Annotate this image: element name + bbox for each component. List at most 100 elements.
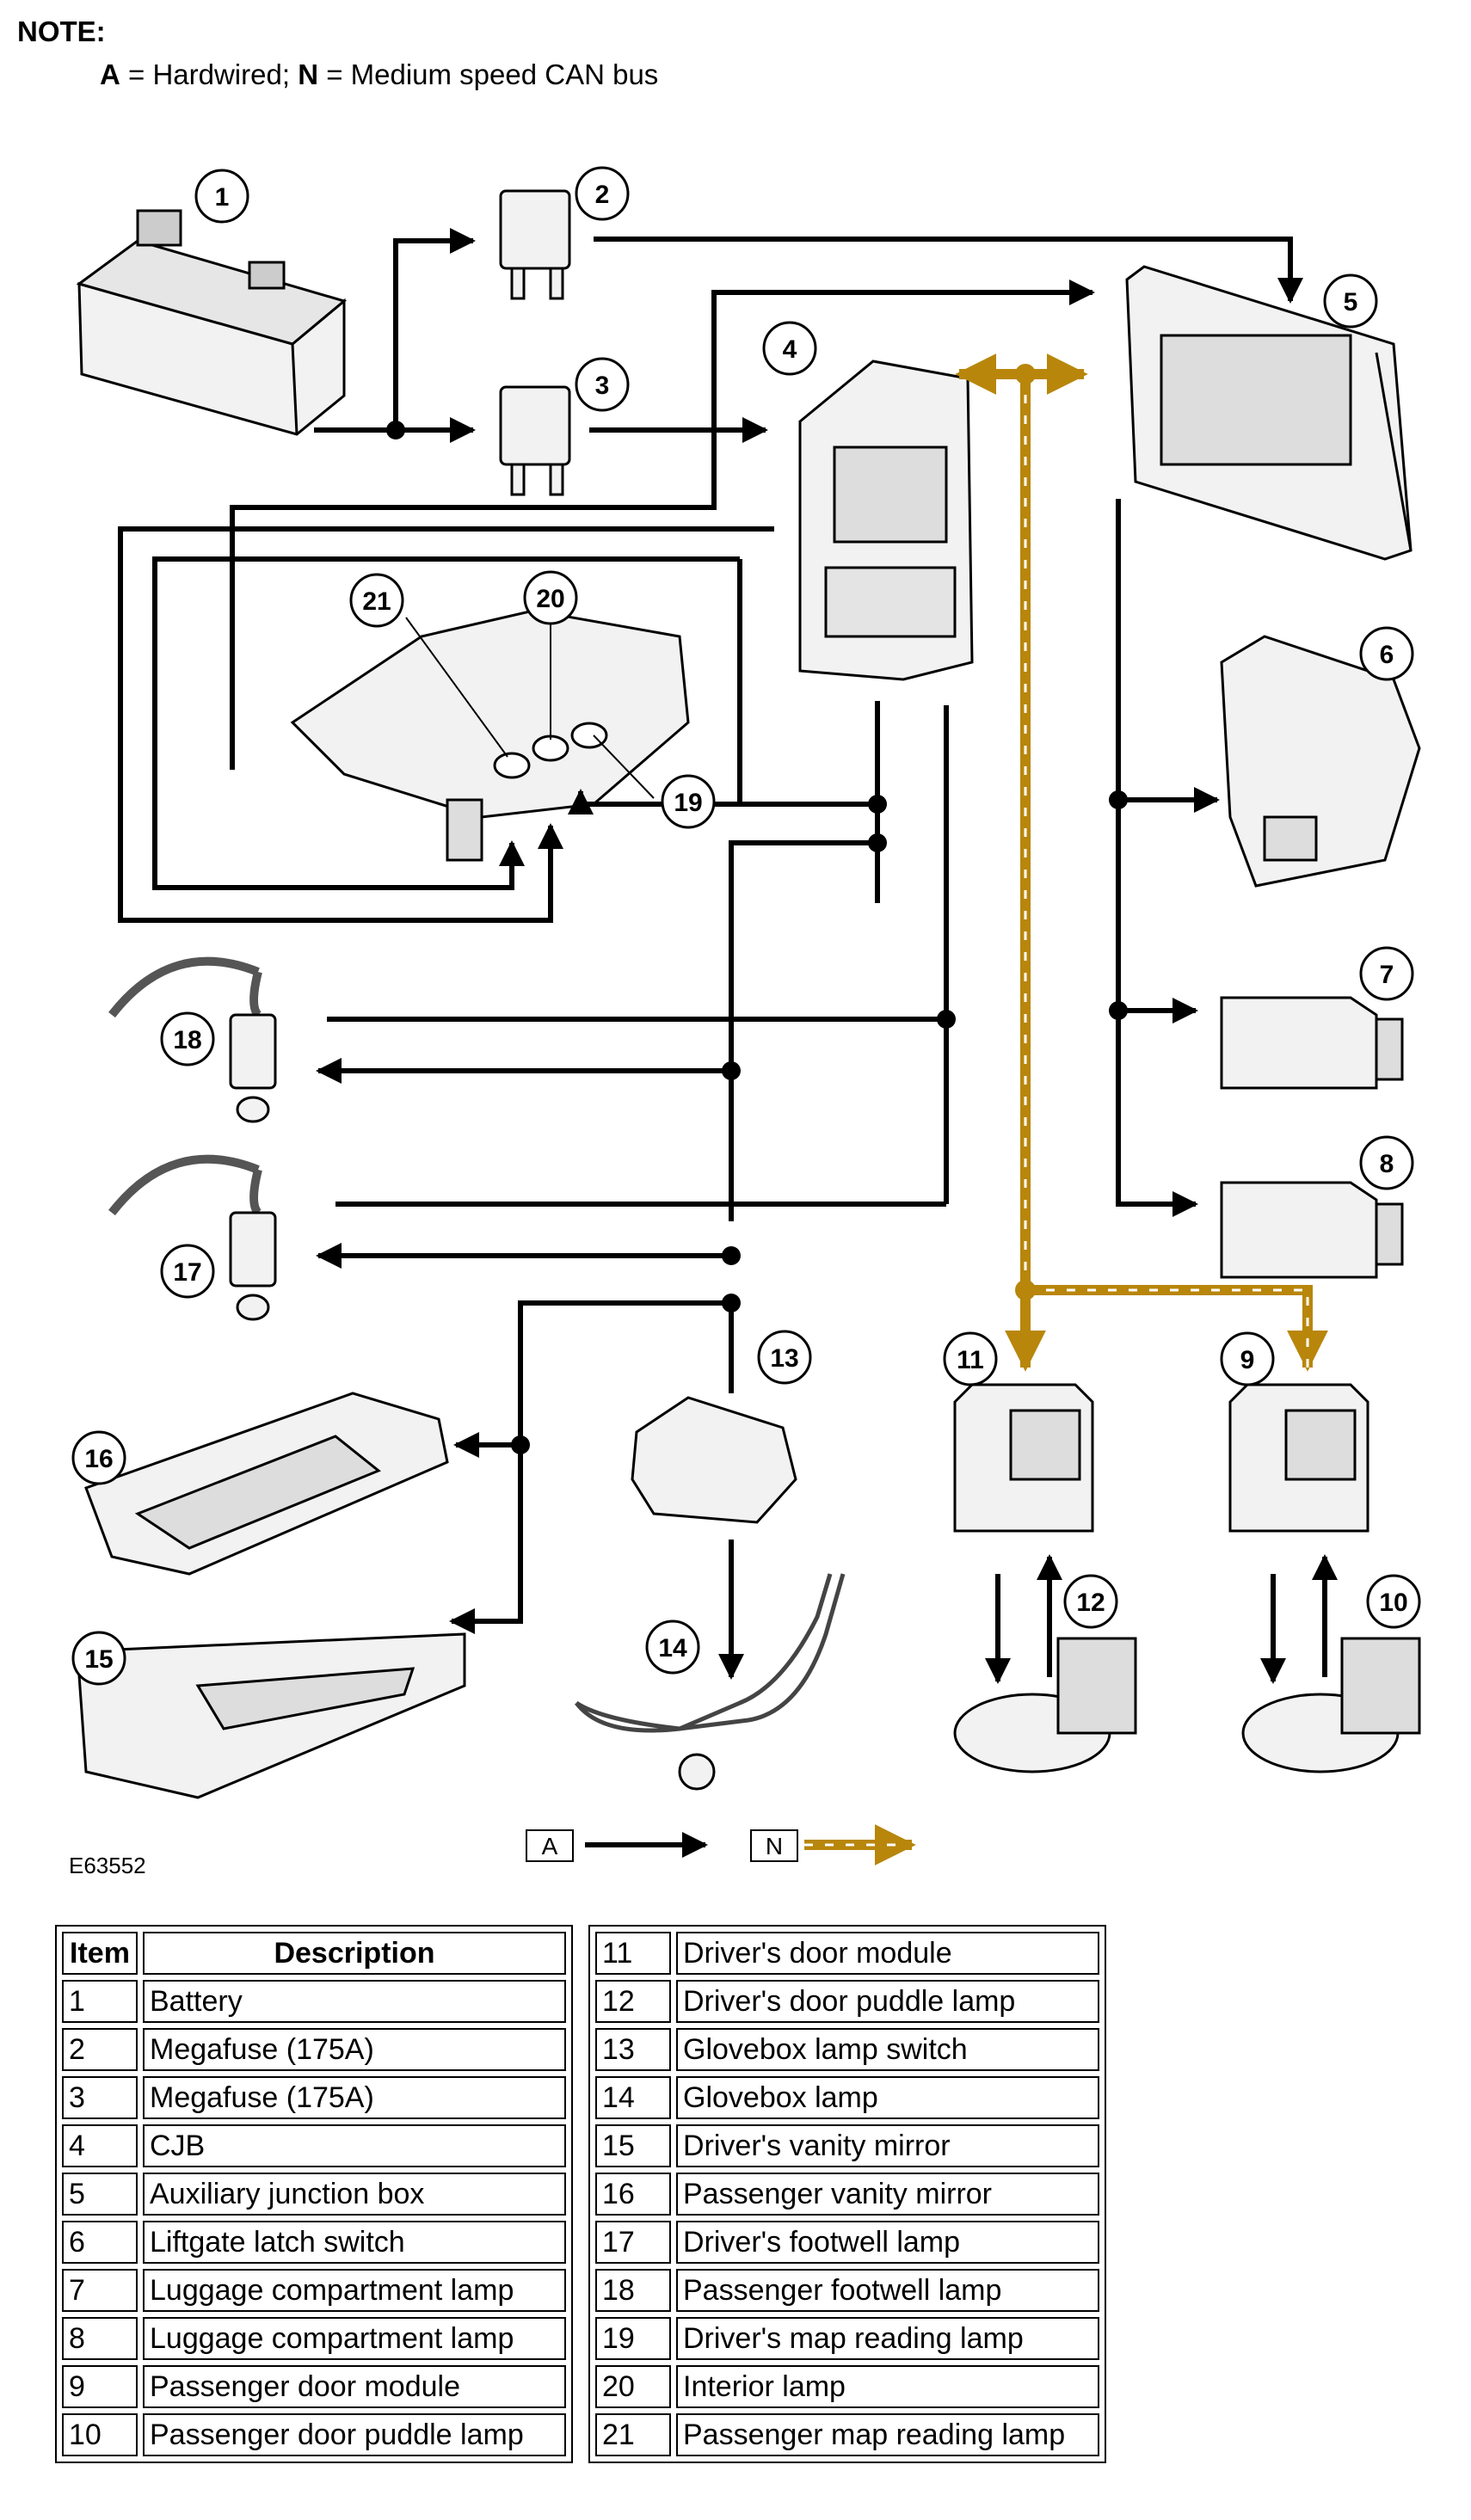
item-description: Driver's door puddle lamp: [676, 1980, 1099, 2023]
callout-number: 10: [1379, 1589, 1407, 1617]
callout-14: 14: [645, 1620, 700, 1675]
glovebox-lamp: [575, 1573, 846, 1791]
callout-circle: [160, 1244, 215, 1299]
callout-13: 13: [757, 1330, 812, 1385]
callout-circle: [71, 1430, 126, 1485]
item-description: CJB: [143, 2124, 566, 2167]
item-description: Megafuse (175A): [143, 2076, 566, 2119]
callout-number: 14: [658, 1634, 687, 1663]
item-number: 20: [595, 2365, 671, 2408]
callout-number: 6: [1380, 641, 1394, 669]
item-number: 5: [62, 2173, 138, 2216]
callout-number: 9: [1240, 1346, 1255, 1374]
item-description: Passenger footwell lamp: [676, 2269, 1099, 2312]
callout-number: 19: [674, 789, 702, 817]
item-number: 6: [62, 2221, 138, 2264]
item-number: 9: [62, 2365, 138, 2408]
item-description: Interior lamp: [676, 2365, 1099, 2408]
can-bus-wiring: [804, 353, 1328, 1865]
item-number: 1: [62, 1980, 138, 2023]
item-number: 11: [595, 1932, 671, 1975]
callout-circle: [943, 1331, 998, 1386]
leader-lines: [405, 617, 655, 799]
item-number: 3: [62, 2076, 138, 2119]
passenger-footwell-lamp: [108, 956, 277, 1123]
item-number: 13: [595, 2028, 671, 2071]
callout-circle: [1323, 274, 1378, 329]
item-number: 15: [595, 2124, 671, 2167]
item-description: Passenger vanity mirror: [676, 2173, 1099, 2216]
callout-circle: [194, 169, 249, 224]
header-description: Description: [143, 1932, 566, 1975]
item-description: Auxiliary junction box: [143, 2173, 566, 2216]
callout-circle: [1366, 1574, 1421, 1629]
item-description: Passenger map reading lamp: [676, 2413, 1099, 2456]
callout-circle: [575, 166, 630, 221]
item-description: Driver's map reading lamp: [676, 2317, 1099, 2360]
callout-circle: [661, 774, 716, 829]
item-number: 10: [62, 2413, 138, 2456]
can-bus-dots: [1015, 364, 1036, 1300]
callout-number: 20: [536, 585, 564, 613]
callout-circle: [1359, 946, 1414, 1001]
note-a-text: = Hardwired;: [120, 58, 299, 90]
item-number: 18: [595, 2269, 671, 2312]
callout-10: 10: [1366, 1574, 1421, 1629]
item-number: 19: [595, 2317, 671, 2360]
callout-20: 20: [523, 570, 578, 625]
callout-circle: [1359, 626, 1414, 681]
legend-n-label: N: [766, 1833, 783, 1859]
hardwired-wiring: [118, 228, 1338, 1858]
item-number: 16: [595, 2173, 671, 2216]
callout-18: 18: [160, 1011, 215, 1066]
callout-4: 4: [762, 321, 817, 376]
item-description: Megafuse (175A): [143, 2028, 566, 2071]
callout-3: 3: [575, 357, 630, 412]
item-number: 8: [62, 2317, 138, 2360]
callout-number: 11: [957, 1346, 984, 1374]
callout-6: 6: [1359, 626, 1414, 681]
callout-8: 8: [1359, 1135, 1414, 1190]
cjb: [798, 360, 974, 681]
callout-9: 9: [1220, 1331, 1275, 1386]
item-description: Luggage compartment lamp: [143, 2269, 566, 2312]
note-n-key: N: [298, 58, 319, 90]
callout-number: 17: [173, 1258, 201, 1287]
item-number: 12: [595, 1980, 671, 2023]
callout-circle: [575, 357, 630, 412]
callout-number: 8: [1380, 1150, 1394, 1178]
callout-circle: [349, 573, 404, 628]
callout-12: 12: [1063, 1574, 1118, 1629]
passenger-door-puddle-lamp: [1241, 1637, 1421, 1773]
callout-circle: [1220, 1331, 1275, 1386]
figure-code: E63552: [69, 1853, 146, 1878]
driver-footwell-lamp: [108, 1154, 277, 1321]
item-description: Driver's vanity mirror: [676, 2124, 1099, 2167]
drivers-door-puddle-lamp: [953, 1637, 1137, 1773]
callout-number: 12: [1076, 1589, 1105, 1617]
luggage-lamp-7: [1220, 996, 1404, 1090]
item-number: 7: [62, 2269, 138, 2312]
callout-circle: [1063, 1574, 1118, 1629]
item-description: Glovebox lamp: [676, 2076, 1099, 2119]
legend-a-label: A: [542, 1833, 558, 1859]
header-item: Item: [62, 1932, 138, 1975]
callout-circle: [757, 1330, 812, 1385]
